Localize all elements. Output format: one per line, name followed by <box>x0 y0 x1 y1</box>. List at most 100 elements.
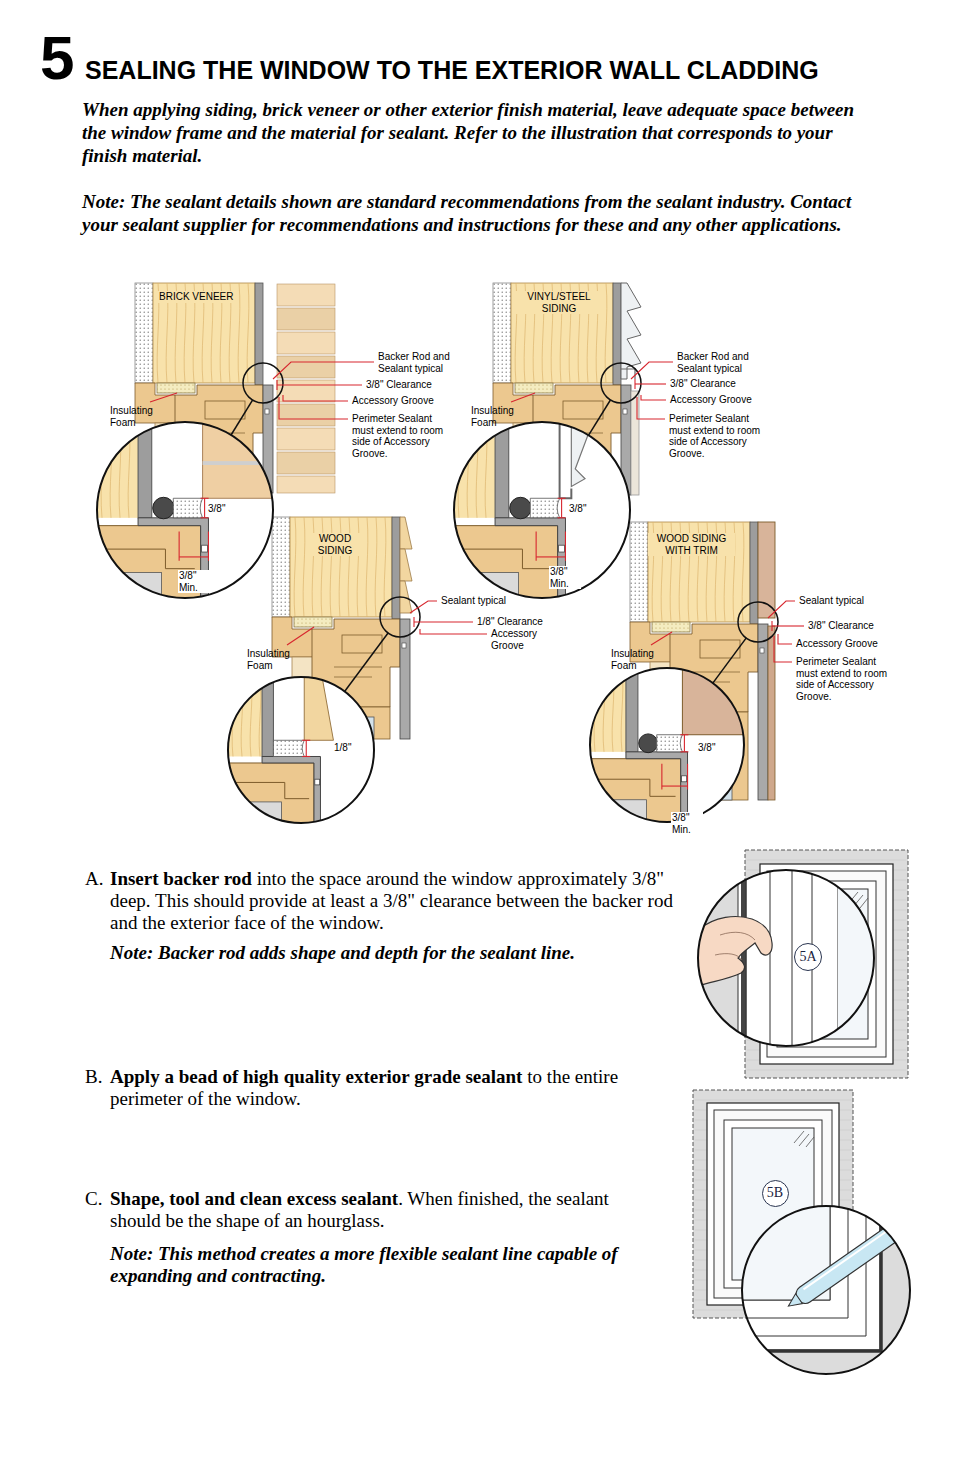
wood-grain <box>250 677 252 756</box>
zoom-j-channel <box>560 422 572 498</box>
zoom-circle <box>698 870 874 1046</box>
brick <box>277 332 335 354</box>
dimension-tick <box>680 734 688 735</box>
zoom-frame-insert <box>607 800 646 826</box>
sheathing <box>392 517 400 619</box>
wood-grain <box>742 522 744 622</box>
wood-siding-board <box>400 549 412 581</box>
leader-line <box>273 362 374 379</box>
zoom-framing <box>590 668 626 752</box>
glare <box>794 1131 814 1147</box>
zoom-detail <box>742 1206 910 1374</box>
insulating-foam <box>157 383 195 393</box>
step-heading: Shape, tool and clean excess sealant <box>110 1188 398 1209</box>
zoom-circle <box>742 1206 910 1374</box>
callout-label: Sealant typical <box>441 595 506 607</box>
sheathing <box>750 522 758 624</box>
leader-line <box>635 383 666 384</box>
wood-grain <box>119 422 121 518</box>
leader-line <box>150 393 177 402</box>
interior-casing <box>493 383 537 423</box>
caulk-highlight <box>804 1223 898 1289</box>
wood-grain <box>467 422 469 518</box>
dimension-label: 3/8" Min. <box>549 566 581 589</box>
zoom-brick <box>203 422 273 498</box>
callout-label: Insulating Foam <box>471 405 521 428</box>
zoom-frame-insert <box>117 573 162 602</box>
zoom-sheathing <box>138 422 152 518</box>
drywall <box>272 517 290 617</box>
wood-grain <box>321 517 323 617</box>
zoom-sheathing <box>626 668 638 752</box>
dimension-tick <box>680 751 688 752</box>
zoom-circle <box>97 422 273 598</box>
callout-label: Insulating Foam <box>247 648 297 671</box>
step-letter: B. <box>85 1066 102 1088</box>
callout-label: Perimeter Sealant must extend to room si… <box>669 413 769 459</box>
leader-line <box>420 629 487 634</box>
wood-grain <box>458 422 460 518</box>
step-note: Note: Backer rod adds shape and depth fo… <box>110 942 690 964</box>
brick <box>277 404 335 426</box>
zoom-ground <box>97 422 273 598</box>
wood-grain <box>612 668 614 752</box>
zoom-circle <box>454 422 630 598</box>
wall-framing <box>511 283 613 383</box>
wood-grain <box>357 517 359 617</box>
panel-title: BRICK VENEER <box>158 291 234 303</box>
wall-texture <box>695 1100 851 1101</box>
zoom-ground <box>742 1206 910 1374</box>
callout-label: Insulating Foam <box>611 648 661 671</box>
panel-title: VINYL/STEEL SIDING <box>515 291 603 314</box>
accessory-groove <box>559 545 565 552</box>
zoom-frame <box>228 763 314 836</box>
zoom-mortar <box>203 461 273 465</box>
zoom-trim <box>682 668 744 735</box>
callout-label: Accessory Groove <box>491 628 541 651</box>
dimension-tick <box>302 740 310 741</box>
zoom-circle <box>590 668 744 822</box>
frame-detail <box>563 401 603 419</box>
backer-rod <box>741 870 746 1046</box>
figure-badge: 5A <box>794 943 822 971</box>
step-text: Apply a bead of high quality exterior gr… <box>110 1066 690 1110</box>
leader-line <box>279 397 348 419</box>
detail-link <box>231 400 252 435</box>
wood-grain <box>594 668 596 752</box>
dimension-line <box>561 498 562 518</box>
wood-grain <box>339 517 341 617</box>
step-text: Shape, tool and clean excess sealant. Wh… <box>110 1188 610 1232</box>
detail-circle <box>738 602 778 642</box>
zoom-wood-siding <box>304 677 333 740</box>
accessory-groove <box>315 779 320 785</box>
figure-badge: 5B <box>762 1180 789 1207</box>
step-note: Note: This method creates a more flexibl… <box>110 1243 660 1287</box>
wood-grain <box>485 422 487 518</box>
insulating-foam <box>294 617 332 627</box>
intro-text: Note: The sealant details shown are stan… <box>82 190 882 236</box>
wood-siding-board <box>400 517 412 549</box>
sealant <box>530 498 559 518</box>
drywall <box>630 522 648 622</box>
leader-line <box>283 395 348 401</box>
badge-label: 5B <box>767 1185 783 1201</box>
callout-label: Sealant typical <box>799 595 864 607</box>
drywall <box>135 283 153 383</box>
zoom-framing <box>228 677 262 756</box>
frame-detail <box>205 401 245 419</box>
wood-grain <box>294 517 296 617</box>
dimension-tick <box>302 756 310 757</box>
wood-grain <box>312 517 314 617</box>
dimension-tick <box>634 379 635 389</box>
zoom-sheathing <box>495 422 509 518</box>
zoom-detail <box>97 422 273 614</box>
dimension-label: 3/8" Min. <box>671 812 703 835</box>
wood-grain <box>232 677 234 756</box>
accessory-groove <box>402 643 406 648</box>
callout-label: Accessory Groove <box>670 394 752 406</box>
badge-label: 5A <box>799 949 816 965</box>
detail-link <box>713 638 746 683</box>
brick <box>277 452 335 474</box>
zoom-frame-lines <box>742 1206 880 1350</box>
